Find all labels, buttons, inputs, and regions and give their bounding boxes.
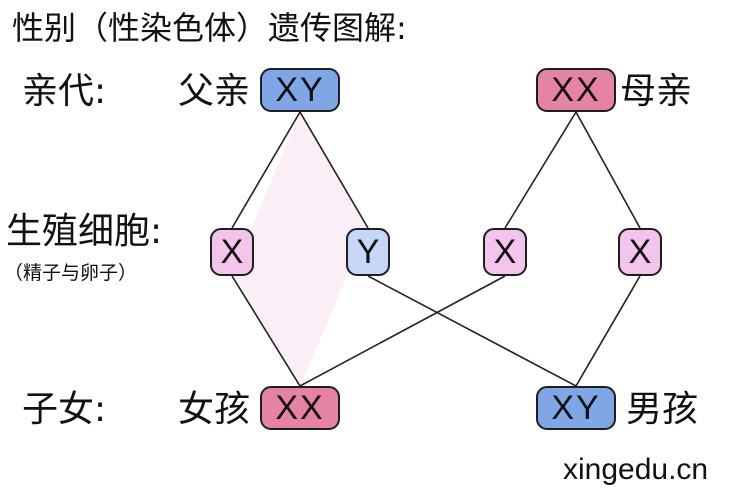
line-father-to-sperm-x (231, 111, 301, 229)
line-sperm-x-to-girl (231, 275, 301, 387)
line-sperm-y-to-boy (367, 275, 577, 387)
row-label-gametes: 生殖细胞: (6, 211, 163, 252)
label-boy: 男孩 (626, 389, 699, 430)
gamete-box-sperm-y: Y (346, 228, 390, 276)
shaded-father-region (232, 112, 368, 386)
watermark-text: xingedu.cn (563, 453, 709, 486)
row-label-parents: 亲代: (22, 71, 107, 112)
chromosome-box-mother: XX (536, 68, 616, 112)
label-father: 父亲 (178, 71, 251, 112)
row-label-offspring: 子女: (22, 389, 107, 430)
chromosome-box-girl: XX (260, 386, 340, 430)
gamete-box-sperm-x: X (210, 228, 254, 276)
diagram-title: 性别（性染色体）遗传图解: (12, 9, 407, 47)
chromosome-box-father: XY (260, 68, 340, 112)
row-label-gametes-sub: （精子与卵子） (4, 262, 138, 284)
label-mother: 母亲 (620, 71, 693, 112)
line-father-to-sperm-y (299, 111, 369, 229)
gamete-box-egg-1: X (483, 228, 527, 276)
chromosome-box-boy: XY (536, 386, 616, 430)
line-egg-1-to-girl (299, 275, 506, 387)
line-egg-2-to-boy (575, 275, 641, 387)
label-girl: 女孩 (178, 389, 251, 430)
line-mother-to-egg-1 (504, 111, 577, 229)
gamete-box-egg-2: X (618, 228, 662, 276)
line-mother-to-egg-2 (575, 111, 641, 229)
